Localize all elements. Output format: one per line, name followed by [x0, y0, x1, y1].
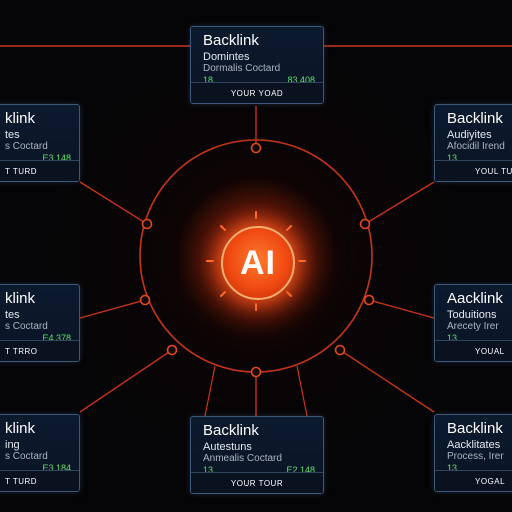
card-description: s Coctard [5, 141, 48, 152]
ring-node [250, 142, 262, 154]
card-footer-button[interactable]: YOGAL [435, 470, 512, 491]
card-footer-button[interactable]: T TURD [0, 160, 79, 181]
wire-left-mid [79, 299, 146, 319]
card-backlink-left-bot[interactable]: klink ing s Coctard E3,184 T TURD [0, 414, 80, 492]
card-footer-button[interactable]: T TRRO [0, 340, 79, 361]
card-value: E4,378 [42, 333, 71, 343]
card-metric: 18 [203, 75, 214, 85]
card-subtitle: Audiyites [447, 129, 492, 141]
wire-right-bot [339, 349, 435, 413]
card-backlink-right-top[interactable]: Backlink Audiyites Afocidil Irend 13 YOU… [434, 104, 512, 182]
card-metric: 13 [447, 153, 458, 163]
wire-left-bot [79, 349, 173, 413]
card-description: Arecety Irer [447, 321, 499, 332]
card-footer-button[interactable]: YOUR TOUR [191, 472, 323, 493]
card-description: Afocidil Irend [447, 141, 505, 152]
card-footer-button[interactable]: YOUAL [435, 340, 512, 361]
card-description: Process, Irer [447, 451, 504, 462]
card-backlink-right-mid[interactable]: Aacklink Toduitions Arecety Irer 13 YOUA… [434, 284, 512, 362]
ring-node [334, 344, 346, 356]
ring-node [359, 218, 371, 230]
card-value: E3,148 [42, 153, 71, 163]
wire-left-top [79, 181, 148, 225]
ai-core-label: AI [240, 243, 276, 282]
ring-node [141, 218, 153, 230]
card-metric: 13 [203, 465, 214, 475]
wire-bottom-left [204, 365, 216, 417]
card-description: s Coctard [5, 321, 48, 332]
ring-node [166, 344, 178, 356]
card-title: klink [5, 110, 36, 127]
card-backlink-left-mid[interactable]: klink tes s Coctard E4,378 T TRRO [0, 284, 80, 362]
card-title: klink [5, 290, 36, 307]
card-description: Anmealis Coctard [203, 453, 282, 464]
card-title: Backlink [447, 420, 503, 437]
card-description: s Coctard [5, 451, 48, 462]
card-title: Backlink [203, 32, 259, 49]
card-value: E2,148 [286, 465, 315, 475]
card-value: 83,408 [287, 75, 315, 85]
card-footer-button[interactable]: YOUL TUR [435, 160, 512, 181]
card-footer-button[interactable]: YOUR YOAD [191, 82, 323, 103]
card-title: Backlink [447, 110, 503, 127]
card-backlink-right-bot[interactable]: Backlink Aacklitates Process, Irer 13 YO… [434, 414, 512, 492]
ring-node [363, 294, 375, 306]
wire-bottom-right [296, 365, 308, 417]
wire-right-top [364, 181, 435, 225]
card-value: E3,184 [42, 463, 71, 473]
card-metric: 13 [447, 463, 458, 473]
card-subtitle: Autestuns [203, 441, 252, 453]
wire-right-mid [368, 299, 435, 319]
card-footer-button[interactable]: T TURD [0, 470, 79, 491]
card-backlink-top[interactable]: Backlink Domintes Dormalis Coctard 18 83… [190, 26, 324, 104]
card-backlink-bottom[interactable]: Backlink Autestuns Anmealis Coctard 13 E… [190, 416, 324, 494]
card-subtitle: tes [5, 309, 20, 321]
card-title: klink [5, 420, 36, 437]
card-subtitle: ing [5, 439, 20, 451]
card-title: Backlink [203, 422, 259, 439]
ring-node [250, 366, 262, 378]
ai-core-node: AI [221, 226, 295, 300]
ring-node [139, 294, 151, 306]
card-title: Aacklink [447, 290, 503, 307]
card-description: Dormalis Coctard [203, 63, 281, 74]
card-subtitle: Aacklitates [447, 439, 501, 451]
card-subtitle: Toduitions [447, 309, 497, 321]
card-subtitle: Domintes [203, 51, 250, 63]
card-metric: 13 [447, 333, 458, 343]
card-subtitle: tes [5, 129, 20, 141]
card-backlink-left-top[interactable]: klink tes s Coctard E3,148 T TURD [0, 104, 80, 182]
